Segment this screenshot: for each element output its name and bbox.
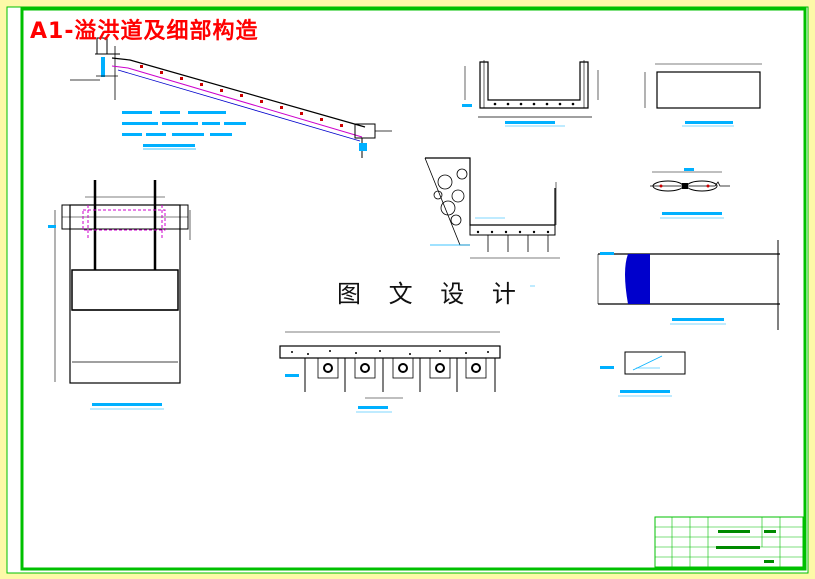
outer-frame [20,7,807,571]
plate-detail [644,63,762,127]
gate-plan-view [48,180,191,410]
slab-section [279,331,501,413]
joint-detail [650,168,730,219]
drawing-title: A1-溢洪道及细部构造 [30,19,259,44]
watermark-text: 图 文 设 计 [333,274,530,309]
sheet-border [6,6,809,574]
spillway-profile [70,37,392,158]
spillway-cross-section [462,60,599,127]
key-detail [600,351,686,397]
pier-detail [597,240,780,330]
title-block [654,516,804,568]
